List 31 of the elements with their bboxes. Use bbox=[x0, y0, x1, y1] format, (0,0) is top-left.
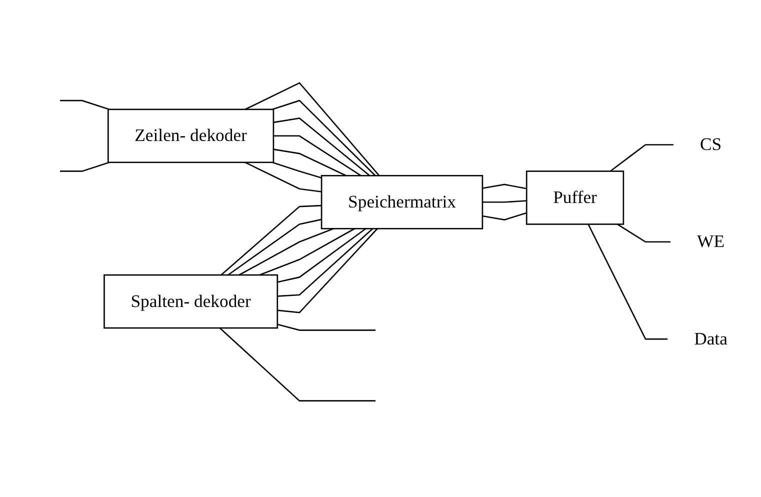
connector bbox=[482, 200, 527, 203]
connector bbox=[220, 204, 322, 276]
node-box: Spalten- dekoder bbox=[104, 274, 278, 329]
connector bbox=[482, 212, 527, 220]
connector bbox=[259, 228, 355, 276]
connector bbox=[277, 228, 366, 283]
node-box: Puffer bbox=[526, 170, 624, 225]
connector bbox=[219, 328, 376, 402]
connector bbox=[228, 218, 322, 276]
connector bbox=[482, 184, 527, 190]
connector bbox=[277, 228, 374, 297]
node-text: WE bbox=[697, 232, 724, 252]
connector bbox=[244, 162, 322, 192]
connector bbox=[238, 228, 334, 276]
connector bbox=[273, 135, 362, 176]
connector bbox=[277, 228, 378, 314]
connector bbox=[588, 224, 668, 340]
connector bbox=[60, 100, 110, 110]
connector bbox=[616, 224, 671, 243]
node-text: CS bbox=[700, 135, 722, 154]
node-box: Zeilen- dekoder bbox=[107, 108, 274, 164]
connector bbox=[60, 162, 110, 172]
connector bbox=[244, 82, 380, 176]
connector bbox=[272, 162, 322, 179]
connector bbox=[610, 144, 674, 172]
connector bbox=[273, 148, 346, 176]
connector bbox=[273, 118, 370, 176]
node-text: Data bbox=[694, 329, 728, 349]
connector bbox=[272, 100, 376, 176]
connector bbox=[277, 324, 376, 331]
node-box: Speichermatrix bbox=[320, 174, 484, 230]
